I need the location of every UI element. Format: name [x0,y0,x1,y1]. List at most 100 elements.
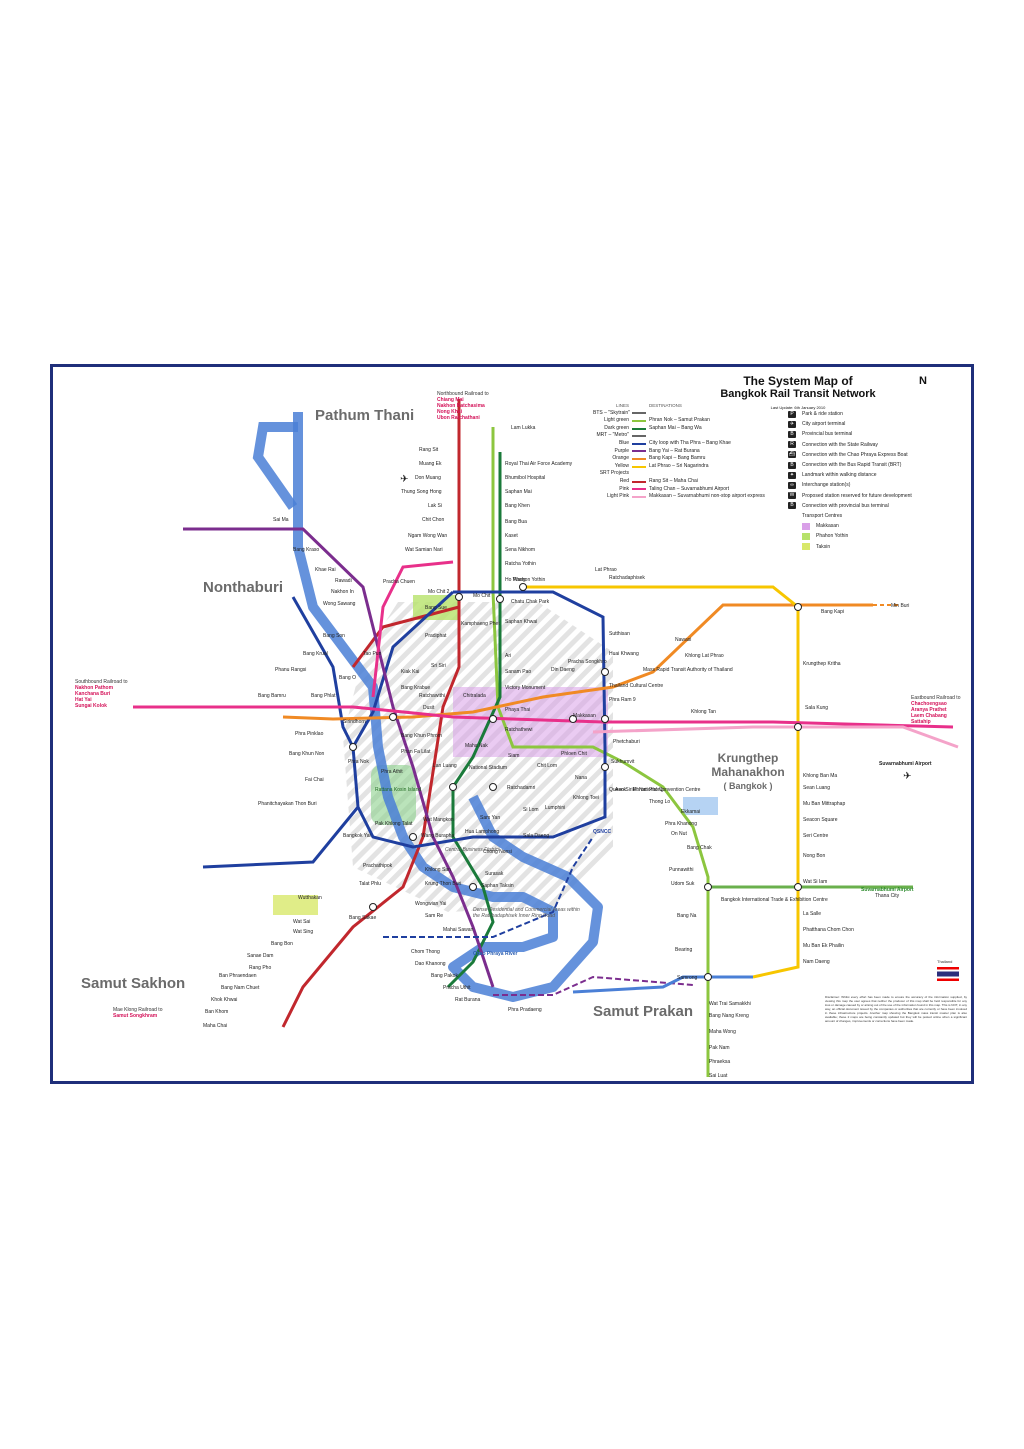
station-label: Phahon Yothin [513,577,546,583]
station-label: Bearing [675,947,693,953]
station-label: Thong Lo [649,799,671,805]
station-label: Phaya Thai [505,707,531,713]
station-label: Surasak [485,871,504,877]
station-label: Lak Si [428,503,442,509]
station-label: Nong Bon [803,853,826,859]
station-label: Bang Nam Chuet [221,985,260,991]
station-label: Bangkok International Trade & Exhibition… [721,897,828,903]
station-label: On Nut [671,831,687,837]
legend-symbol-label: Transport Centres [802,513,843,520]
station-label: Phra Pinklao [295,731,324,737]
station-label: Pak Khlong Talat [375,821,413,827]
station-label: Sirindhorn [343,719,366,725]
railroad-destination: Kanchana Buri [75,691,111,697]
station-label: Mo Chit [473,593,491,599]
station-label: Pracha Uthit [443,985,471,991]
proposed-line-south [493,975,694,996]
station-label: Pak Nam [709,1045,730,1051]
centre-swatch [802,543,810,551]
station-label: Nana [575,775,587,781]
qsncc-label: QSNCC [593,829,612,835]
station-label: Tao Pun [363,651,382,657]
station-label: Phrom Phong [633,787,664,793]
station-label: Lan Luang [433,763,457,769]
station-label: Phanu Rangsi [275,667,307,673]
legend-line-name: Pink [619,485,629,492]
legend-swatch [632,495,646,498]
symbol-row: ✈ City airport terminal [788,419,912,429]
railroad-destination: Chiang Mai [437,397,464,403]
station-label: Ratchadamri [507,785,536,791]
station-label: Pracha Chuen [383,579,415,585]
station-label: Udom Suk [671,881,695,887]
legend-destination: City loop with Tha Phra – Bang Khae [649,439,731,446]
railroad-destination: Nakhon Pathom [75,685,114,691]
compass-north-icon: N [913,375,933,387]
station-label: Wong Sawang [323,601,356,607]
station-label: Khlong Lat Phrao [685,653,724,659]
station-label: Ban Khom [205,1009,229,1015]
legend-symbol-icon: ⛴ [788,451,796,459]
station-label: Bang Phlat [311,693,336,699]
station-label: Asok [615,787,627,793]
suvarnabhumi-airport-label-2: Suvarnabhumi Airport [861,887,914,893]
legend-line-name: Light Pink [607,493,629,500]
thailand-flag-icon [937,967,959,981]
legend-swatch [632,480,646,483]
station-label: Krungthep Kritha [803,661,841,667]
station-label: Sai Ma [273,517,289,523]
station-label: Queen Sirikit National Convention Centre [609,787,701,793]
legend-symbol-icon: B [788,431,796,438]
station-label: Royal Thai Air Force Academy [505,461,573,467]
region-nonthaburi: Nonthaburi [203,579,283,596]
station-label: Rat Burana [455,997,481,1003]
interchange-markers [349,583,802,981]
centre-row: Makkasan [802,521,912,531]
legend-symbol-label: Landmark within walking distance [802,472,877,479]
dense-area-label: Dense Residential and Commercial Areas w… [473,907,580,919]
legend-swatch [632,465,646,468]
station-label: Wat Trai Samakkhi [709,1001,751,1007]
orange-line [282,603,873,721]
station-label: Ratcha Yothin [505,561,536,567]
station-label: Sri Siri [431,663,446,669]
legend-symbol-label: Proposed station reserved for future dev… [802,492,912,499]
station-label: Bangkok Yai [343,833,371,839]
legend-symbol-icon: ✈ [788,420,796,428]
station-label: Khok Khwai [211,997,238,1003]
station-label: Ngam Wong Wan [408,533,448,539]
station-label: Thana City [875,893,900,899]
station-label: Bang Pakok [431,973,458,979]
river-label: Chao Phraya River [473,951,518,957]
legend-symbol-label: Interchange station(s) [802,482,851,489]
legend-line-name: BTS – "Skytrain" [593,409,630,416]
station-label: Phan Fa Lilat [401,749,431,755]
legend-line-name: Red [619,477,629,484]
legend-symbol-icon: W [788,492,796,500]
station-label: Mo Chit 2 [428,589,450,595]
station-label: Makkasan [573,713,596,719]
railroad-destination: Nakhon Ratchasima [437,403,485,409]
legend-line-name: Blue [618,439,629,446]
map-title: The System Map of Bangkok Rail Transit N… [693,375,903,414]
station-label: Khae Rai [315,567,336,573]
station-label: Phra Athit [381,769,403,775]
station-label: Punnawithi [669,867,694,873]
red-line-branch [351,605,460,668]
station-label: La Salle [803,911,822,917]
map-frame: ✈ ✈ The System Map of Bangkok Rail Trans… [50,364,974,1084]
legend-destination: Bang Yai – Rat Burana [649,447,700,454]
station-label: Lumphini [545,805,566,811]
station-label: Seri Centre [803,833,829,839]
station-label: Ho Wang [505,577,526,583]
station-label: Chit Lom [537,763,558,769]
legend-symbol-label: City airport terminal [802,421,846,428]
